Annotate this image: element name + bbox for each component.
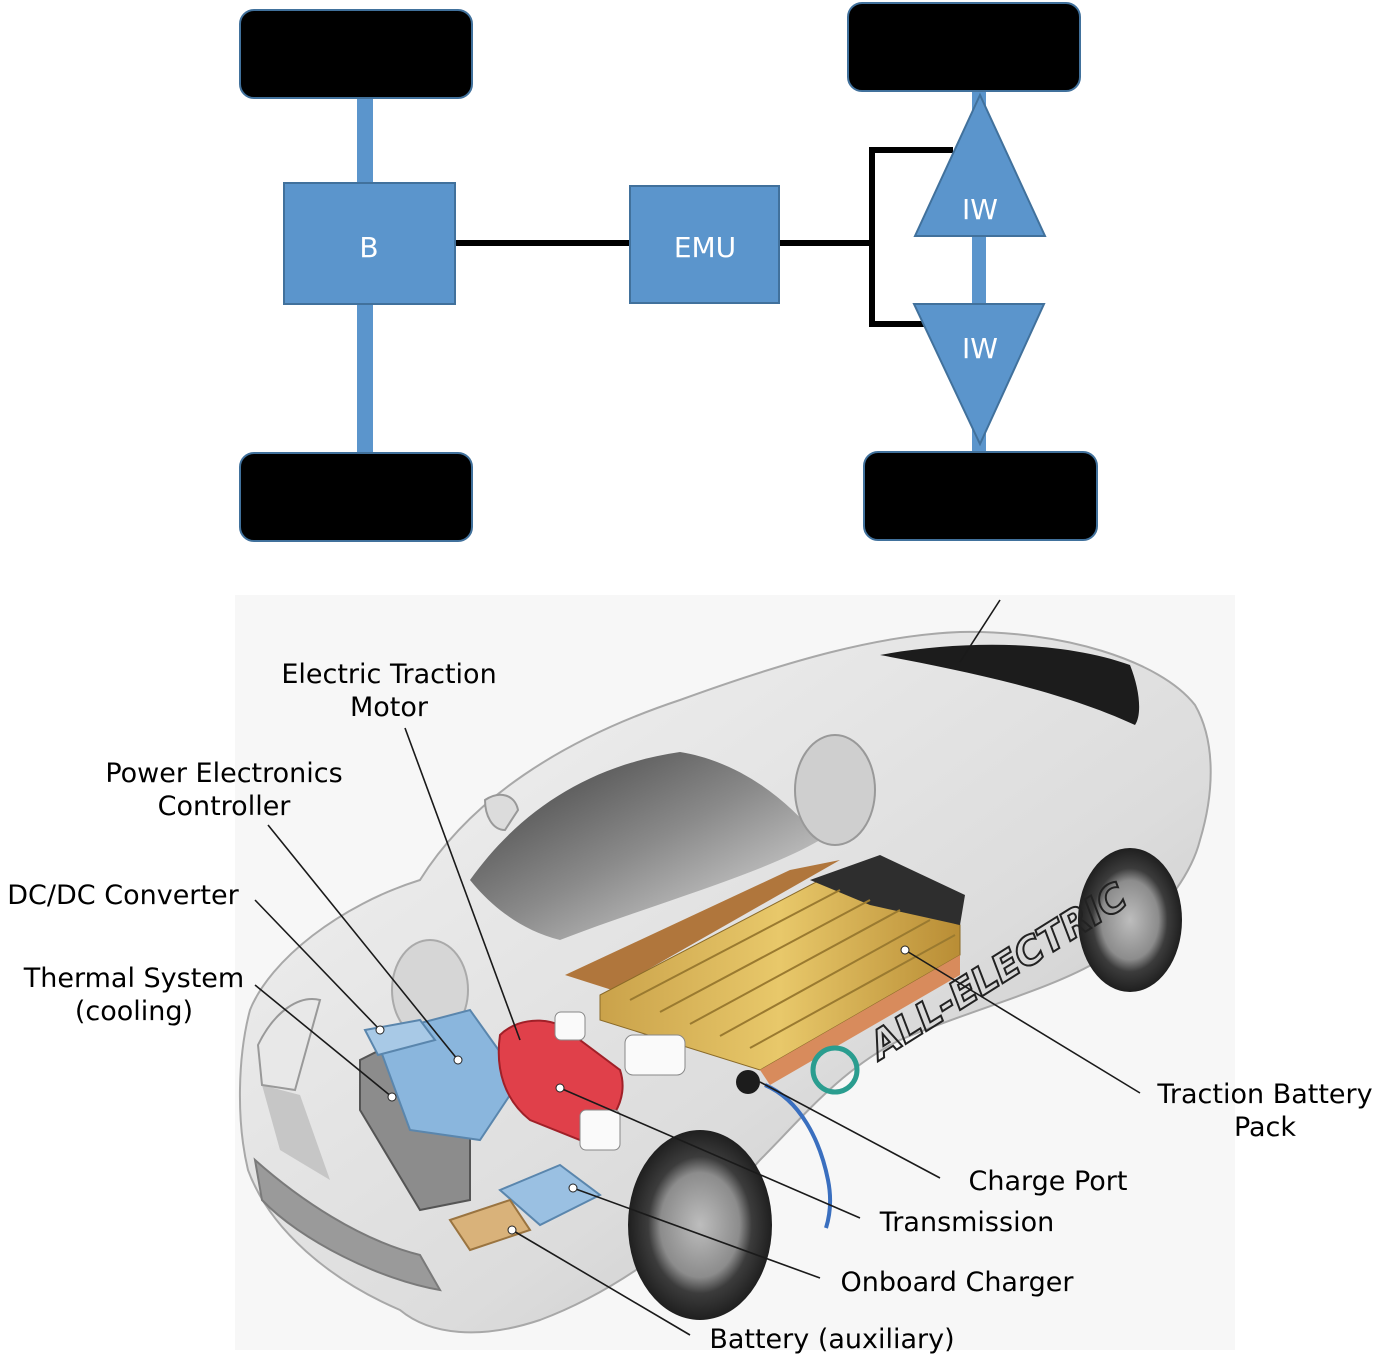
side-mirror [483,793,520,832]
motor-top-triangle [913,92,1047,237]
logo-ring [810,1045,860,1095]
rear-wheel-inner [794,734,876,846]
label-dcdc: DC/DC Converter [7,880,239,911]
leader-aux-battery [511,1229,691,1336]
marker-aux-battery [507,1225,517,1235]
charge-cable [764,1083,833,1229]
onboard-charger [498,1163,602,1227]
leader-onboard-charger [572,1187,821,1279]
motor-bottom-label: IW [962,332,998,365]
motor-bottom-triangle [912,303,1046,447]
label-electric-traction-motor-line2: Motor [350,692,429,723]
marker-onboard-charger [568,1183,578,1193]
leader-thermal [254,984,393,1098]
leader-charge-port [759,1081,941,1179]
reservoir-2 [624,1034,686,1076]
label-thermal-line2: (cooling) [75,996,193,1027]
car-illustration: ALL-ELECTRIC [235,595,1235,1350]
leader-power-electronics [267,824,459,1061]
reservoir-1 [554,1011,586,1041]
wheel-front-left [239,9,473,99]
callout-leaders [254,599,1141,1336]
marker-transmission [555,1083,565,1093]
emu-block [629,185,780,304]
label-onboard-charger: Onboard Charger [841,1267,1075,1298]
front-fascia [262,1085,330,1180]
leader-transmission [559,1087,861,1219]
label-charge-port: Charge Port [969,1166,1128,1197]
windshield [470,752,820,940]
charge-port [736,1070,760,1094]
aux-battery [448,1198,532,1252]
label-traction-battery-line2: Pack [1234,1112,1296,1143]
motor-top-label: IW [962,193,998,226]
component-labels: Electric Traction Motor Power Electronic… [7,659,1372,1355]
leader-dcdc [254,899,381,1031]
marker-power-electronics [453,1055,463,1065]
battery-label: B [359,231,378,264]
leader-electric-motor [404,727,521,1041]
wheel-front-right [847,2,1081,92]
marker-traction-battery [900,945,910,955]
battery-block [283,182,456,305]
label-transmission: Transmission [879,1207,1054,1238]
leader-traction-battery [904,949,1141,1094]
leader-roof [959,599,1001,663]
wheel-rear-right [863,451,1098,541]
emu-label: EMU [674,231,736,264]
marker-thermal [387,1092,397,1102]
label-thermal-line1: Thermal System [23,963,244,994]
roof-stripe [880,644,1140,725]
motor-bus-wire [869,147,953,327]
label-power-electronics-line1: Power Electronics [105,758,342,789]
label-battery-aux: Battery (auxiliary) [709,1324,954,1355]
wheel-rear-left [239,452,473,542]
label-traction-battery-line1: Traction Battery [1156,1079,1372,1110]
label-power-electronics-line2: Controller [158,791,292,822]
front-wheel [628,1130,772,1320]
front-grille [253,1157,442,1292]
traction-battery-pack [565,855,965,1085]
drivetrain-schematic: B EMU IW IW [239,2,1098,542]
headlight [256,998,322,1092]
marker-dcdc [375,1025,385,1035]
label-electric-traction-motor-line1: Electric Traction [281,659,496,690]
rear-wheel [1078,848,1182,992]
reservoir-3 [579,1109,621,1151]
